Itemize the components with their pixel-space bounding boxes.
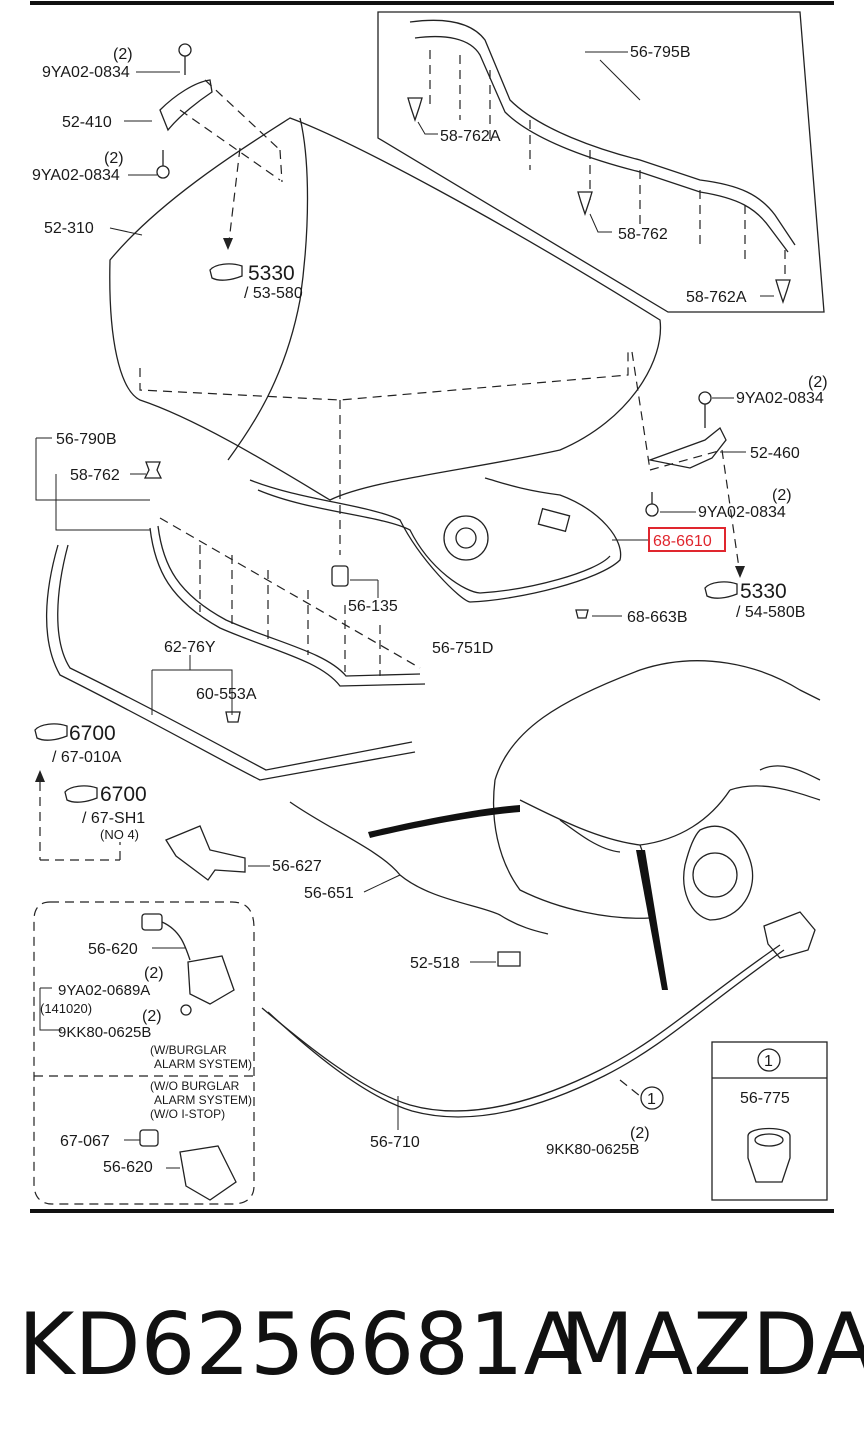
arrow-down-icon xyxy=(735,566,745,578)
part-label-60-553a: 60-553A xyxy=(196,686,257,703)
release-cable-56-710 xyxy=(261,944,781,1112)
note-141020: (141020) xyxy=(40,1001,92,1016)
clip-58-762 xyxy=(143,461,163,479)
parts-diagram: (2) 9YA02-0834 52-410 (2) 9YA02-0834 52-… xyxy=(30,1,834,1213)
hood-inner-panel xyxy=(249,477,622,603)
part-label-62-76y: 62-76Y xyxy=(164,639,216,656)
part-label-56-620: 56-620 xyxy=(88,941,138,958)
part-label-56-775: 56-775 xyxy=(740,1090,790,1107)
part-label-56-790b: 56-790B xyxy=(56,431,117,448)
hinge-right xyxy=(647,426,727,469)
part-label-56-620: 56-620 xyxy=(103,1159,153,1176)
note-without-istop: (W/O I-STOP) xyxy=(150,1107,225,1121)
ref-6700-b: 6700 xyxy=(100,783,147,806)
part-label-52-310: 52-310 xyxy=(44,220,94,237)
legend-circle-1: 1 xyxy=(764,1053,773,1070)
release-rod-56-651 xyxy=(289,801,549,935)
latch-options-box xyxy=(33,901,255,1205)
part-label-9ya02-0834: 9YA02-0834 xyxy=(42,64,130,81)
note-without-burglar: ALARM SYSTEM) xyxy=(154,1093,252,1107)
part-label-9ya02-0689a: 9YA02-0689A xyxy=(58,982,150,999)
part-label-52-410: 52-410 xyxy=(62,114,112,131)
qty-label: (2) xyxy=(104,150,124,167)
footer: KD6256681A MAZDA xyxy=(0,1290,864,1410)
qty-label: (2) xyxy=(144,965,164,982)
switch-67-067 xyxy=(139,1129,159,1147)
ref-6700-b-note: (NO 4) xyxy=(100,827,139,842)
pointer-stripe xyxy=(636,850,668,990)
cowl-seal-strip xyxy=(45,544,416,781)
ref-5330-b-sub: / 54-580B xyxy=(736,604,805,621)
part-label-58-762: 58-762 xyxy=(618,226,668,243)
hood-panel xyxy=(109,117,662,501)
part-label-56-751d: 56-751D xyxy=(432,640,493,657)
hood-dash-lines xyxy=(139,79,741,576)
stopper-56-135 xyxy=(331,565,349,587)
part-label-68-6610: 68-6610 xyxy=(653,533,712,550)
hood-latch-top xyxy=(187,955,235,1005)
hand-pointer-icon xyxy=(34,263,738,803)
highlight-68-6610 xyxy=(648,527,726,552)
clamp-56-775-icon xyxy=(747,1127,791,1183)
ref-6700-a: 6700 xyxy=(69,722,116,745)
arrow-down-icon xyxy=(223,238,233,250)
hood-latch-bottom xyxy=(179,1145,237,1201)
part-label-56-651: 56-651 xyxy=(304,885,354,902)
legend-box xyxy=(711,1041,828,1201)
note-with-burglar: ALARM SYSTEM) xyxy=(154,1057,252,1071)
ref-5330-a-sub: / 53-580 xyxy=(244,285,303,302)
sensor-52-518 xyxy=(497,951,521,967)
note-with-burglar: (W/BURGLAR xyxy=(150,1043,227,1057)
pointer-stripe xyxy=(368,805,520,838)
part-label-58-762: 58-762 xyxy=(70,467,120,484)
part-label-56-135: 56-135 xyxy=(348,598,398,615)
part-label-52-460: 52-460 xyxy=(750,445,800,462)
release-handle xyxy=(763,911,816,959)
part-label-9ya02-0834: 9YA02-0834 xyxy=(736,390,824,407)
part-label-58-762a: 58-762A xyxy=(440,128,501,145)
bracket-56-627 xyxy=(165,825,246,881)
part-label-9kk80-0625b: 9KK80-0625B xyxy=(546,1141,639,1158)
part-label-9kk80-0625b: 9KK80-0625B xyxy=(58,1024,151,1041)
ref-5330-b: 5330 xyxy=(740,580,787,603)
hinge-left xyxy=(159,79,213,132)
part-label-56-627: 56-627 xyxy=(272,858,322,875)
brand-name: MAZDA xyxy=(560,1295,864,1395)
seal-inset-box xyxy=(377,11,825,313)
qty-label: (2) xyxy=(772,487,792,504)
ref-6700-b-sub: / 67-SH1 xyxy=(82,810,145,827)
note-without-burglar: (W/O BURGLAR xyxy=(150,1079,240,1093)
part-label-58-762a: 58-762A xyxy=(686,289,747,306)
ref-5330-a: 5330 xyxy=(248,262,295,285)
part-label-56-795b: 56-795B xyxy=(630,44,691,61)
clip-60-553a xyxy=(225,711,241,723)
seal-strip-56-795b xyxy=(409,19,796,246)
seal-clip-dashes xyxy=(429,50,786,285)
circle-ref-1: 1 xyxy=(647,1091,656,1108)
clip-68-663b xyxy=(575,609,589,619)
part-number: KD6256681A xyxy=(18,1295,583,1395)
clip-icon xyxy=(407,97,791,305)
part-label-52-518: 52-518 xyxy=(410,955,460,972)
part-label-9ya02-0834: 9YA02-0834 xyxy=(32,167,120,184)
part-label-68-663b: 68-663B xyxy=(627,609,688,626)
part-label-56-710: 56-710 xyxy=(370,1134,420,1151)
part-label-67-067: 67-067 xyxy=(60,1133,110,1150)
ref-6700-a-sub: / 67-010A xyxy=(52,749,122,766)
qty-label: (2) xyxy=(142,1008,162,1025)
front-seal-strip xyxy=(149,527,426,687)
part-label-9ya02-0834: 9YA02-0834 xyxy=(698,504,786,521)
qty-label: (2) xyxy=(113,46,133,63)
qty-label: (2) xyxy=(630,1125,650,1142)
car-outline xyxy=(492,660,821,921)
qty-label: (2) xyxy=(808,374,828,391)
